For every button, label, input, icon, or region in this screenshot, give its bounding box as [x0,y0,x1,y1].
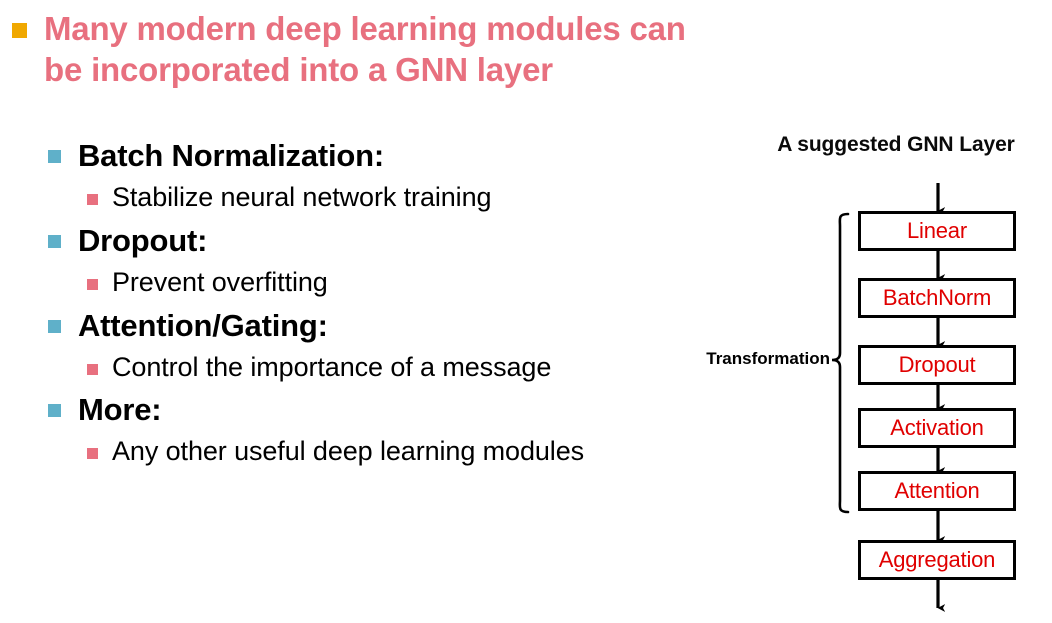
list-item-label: Stabilize neural network training [112,182,492,213]
diagram-connectors [831,183,946,612]
list-item-attention-gating: Attention/Gating: [48,304,748,348]
square-bullet-icon-level2 [48,150,61,163]
square-bullet-icon-level3 [87,448,98,460]
node-box-linear[interactable]: Linear [858,211,1016,251]
page-title: Many modern deep learning modules can be… [44,10,686,89]
node-box-dropout[interactable]: Dropout [858,345,1016,385]
list-item-more: More: [48,388,748,432]
list-item-label: Dropout: [78,222,208,258]
node-box-aggregation[interactable]: Aggregation [858,540,1016,580]
list-item-label: Attention/Gating: [78,307,328,343]
list-item-label: More: [78,392,162,428]
square-bullet-icon-level3 [87,363,98,375]
diagram-title: A suggested GNN Layer [777,133,1015,156]
list-item-label: Prevent overfitting [112,266,328,297]
list-item-label: Batch Normalization: [78,138,385,173]
list-item-control-importance: Control the importance of a message [87,349,748,387]
square-bullet-icon-level3 [87,194,98,206]
list-item-dropout: Dropout: [48,219,748,263]
list-item-stabilize-training: Stabilize neural network training [87,179,748,217]
transformation-label: Transformation [706,349,830,368]
square-bullet-icon-level3 [87,278,98,290]
square-bullet-icon-level2 [48,404,61,418]
list-item-label: Control the importance of a message [112,351,552,382]
node-box-activation[interactable]: Activation [858,408,1016,448]
node-box-batchnorm[interactable]: BatchNorm [858,278,1016,318]
square-bullet-icon-level2 [48,234,61,248]
slide-title-row: Many modern deep learning modules can be… [12,8,712,91]
node-box-attention[interactable]: Attention [858,471,1016,511]
bullet-list: Batch Normalization: Stabilize neural ne… [48,134,748,473]
list-item-any-other-modules: Any other useful deep learning modules [87,433,748,471]
transformation-brace-icon [831,212,850,514]
list-item-prevent-overfitting: Prevent overfitting [87,264,748,302]
square-bullet-icon-level1 [12,23,27,38]
list-item-batch-normalization: Batch Normalization: [48,134,748,178]
gnn-layer-diagram: A suggested GNN Layer [600,125,1052,623]
list-item-label: Any other useful deep learning modules [112,436,585,467]
square-bullet-icon-level2 [48,319,61,333]
